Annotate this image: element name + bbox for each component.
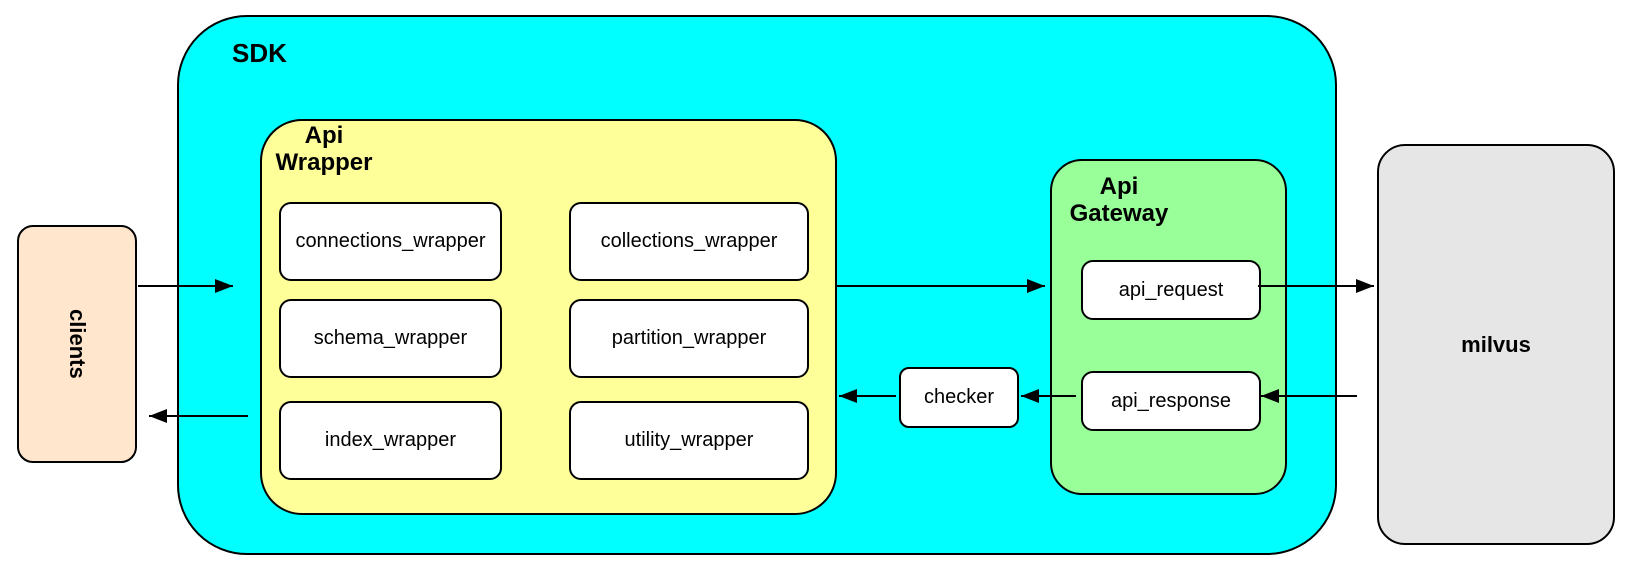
api-gateway-container: Api Gateway api_request api_response: [1050, 159, 1287, 495]
milvus-label: milvus: [1461, 331, 1531, 357]
clients-label: clients: [65, 309, 90, 379]
api-gateway-label: Api Gateway: [1069, 173, 1169, 227]
partition-wrapper-box: partition_wrapper: [569, 299, 809, 378]
connections-wrapper-box: connections_wrapper: [279, 202, 502, 281]
checker-box: checker: [899, 367, 1019, 428]
index-wrapper-box: index_wrapper: [279, 401, 502, 480]
api-wrapper-container: Api Wrapper connections_wrapper collecti…: [260, 119, 837, 515]
sdk-label: SDK: [232, 38, 287, 68]
collections-wrapper-box: collections_wrapper: [569, 202, 809, 281]
schema-wrapper-box: schema_wrapper: [279, 299, 502, 378]
milvus-node: milvus: [1377, 144, 1615, 545]
api-response-box: api_response: [1081, 371, 1261, 431]
sdk-container: SDK Api Wrapper connections_wrapper coll…: [177, 15, 1337, 555]
utility-wrapper-box: utility_wrapper: [569, 401, 809, 480]
api-wrapper-label: Api Wrapper: [275, 122, 373, 176]
clients-node: clients: [17, 225, 137, 463]
api-request-box: api_request: [1081, 260, 1261, 320]
